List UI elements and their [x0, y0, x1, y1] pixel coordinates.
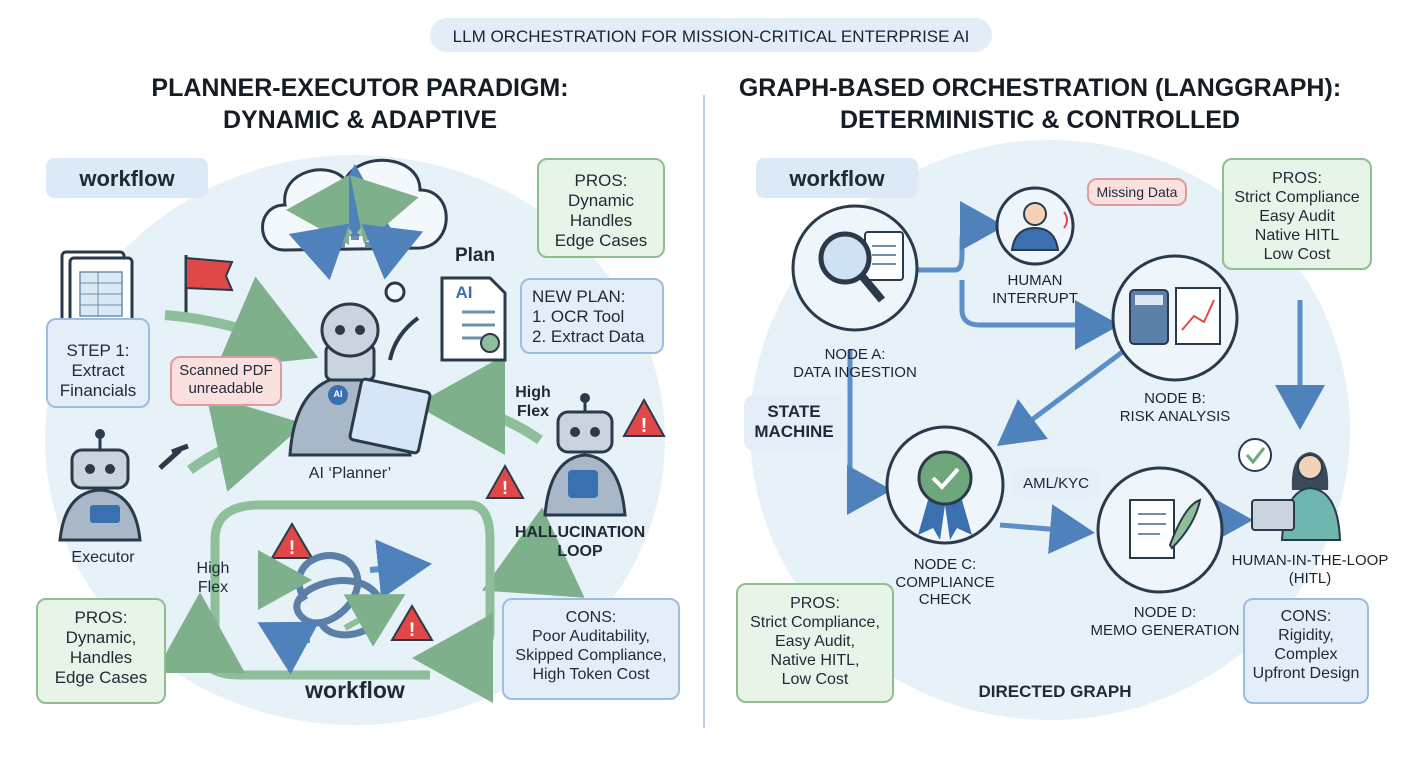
flow-arrow — [164, 276, 319, 369]
state-machine-box — [744, 395, 844, 451]
flow-arrow — [187, 394, 305, 492]
high-flex-right: High Flex — [515, 384, 551, 420]
right-cons-box — [1243, 598, 1369, 704]
warning-icon: ! — [622, 397, 666, 437]
ai-planner-robot-icon — [288, 302, 432, 457]
right-cons: CONS: Rigidity, Complex Upfront Design — [1252, 608, 1360, 682]
node-c-label: NODE C: COMPLIANCE CHECK — [895, 556, 995, 609]
left-title-line1: PLANNER-EXECUTOR PARADIGM: — [151, 74, 569, 102]
hallucination-loop-icon — [155, 500, 495, 703]
left-pros-bottom-box — [36, 598, 166, 704]
node-b-label: NODE B: RISK ANALYSIS — [1119, 390, 1231, 425]
node-a-label: NODE A: DATA INGESTION — [793, 346, 917, 381]
directed-graph-tag — [958, 674, 1152, 708]
wrench-robot-icon — [543, 393, 627, 517]
svg-text:!: ! — [502, 478, 508, 498]
warning-icon: ! — [485, 463, 525, 499]
flow-arrow — [388, 316, 420, 361]
left-title-line2: DYNAMIC & ADAPTIVE — [222, 106, 498, 134]
aml-kyc-text: AML/KYC — [1023, 475, 1089, 492]
plan-document-icon — [440, 276, 507, 362]
flow-arrow — [481, 507, 585, 598]
magnifier-icon — [818, 231, 904, 303]
left-workflow-bottom: workflow — [305, 677, 405, 703]
directed-graph-text: DIRECTED GRAPH — [978, 682, 1132, 701]
plan-label: Plan — [454, 245, 496, 266]
banner-title: LLM ORCHESTRATION FOR MISSION-CRITICAL E… — [452, 27, 970, 46]
left-pros-bottom: PROS: Dynamic, Handles Edge Cases — [54, 608, 148, 688]
left-workflow-label: workflow — [79, 166, 175, 191]
right-title-line2: DETERMINISTIC & CONTROLLED — [840, 106, 1240, 134]
graph-connectors — [847, 201, 1325, 555]
right-title-line1: GRAPH-BASED ORCHESTRATION (LANGGRAPH): — [738, 74, 1342, 102]
high-flex-left: High Flex — [196, 560, 230, 596]
aml-kyc-box — [1013, 468, 1099, 498]
right-pros-bottom-box — [736, 583, 894, 703]
planner-label: AI ‘Planner’ — [308, 465, 392, 482]
planner-badge: AI — [333, 389, 343, 399]
person-icon — [1010, 202, 1068, 251]
new-plan-box — [520, 278, 664, 354]
right-workflow-label: workflow — [789, 166, 885, 191]
spreadsheet-document-icon — [60, 250, 134, 336]
missing-data-box — [1087, 178, 1187, 206]
svg-text:!: ! — [641, 415, 648, 437]
node-d-label: NODE D: MEMO GENERATION — [1090, 604, 1240, 639]
right-workflow-tag — [756, 158, 918, 198]
banner — [430, 18, 992, 52]
executor-robot-icon — [58, 429, 189, 542]
right-pros-top: PROS: Strict Compliance Easy Audit Nativ… — [1234, 170, 1360, 263]
memo-quill-icon — [1129, 498, 1202, 559]
executor-label: Executor — [71, 549, 135, 566]
error-note-text: Scanned PDF unreadable — [179, 362, 273, 397]
new-plan-text: NEW PLAN: 1. OCR Tool 2. Extract Data — [532, 287, 645, 347]
thought-cloud-icon — [261, 158, 448, 303]
calculator-chart-icon — [1129, 287, 1221, 345]
flow-arrow — [415, 355, 543, 456]
svg-text:!: ! — [289, 538, 295, 559]
left-workflow-tag — [46, 158, 208, 198]
plan-doc-text: AI — [455, 283, 473, 302]
left-pros-top: PROS: Dynamic Handles Edge Cases — [554, 171, 648, 251]
left-pros-top-box — [537, 158, 665, 258]
human-interrupt-label: HUMAN INTERRUPT — [992, 272, 1078, 307]
hitl-person-icon — [1238, 438, 1342, 541]
hitl-label: HUMAN-IN-THE-LOOP (HITL) — [1231, 552, 1389, 587]
compliance-badge-icon — [917, 450, 973, 540]
state-machine-text: STATE MACHINE — [754, 402, 834, 442]
right-pros-bottom: PROS: Strict Compliance, Easy Audit, Nat… — [750, 595, 880, 688]
hallucination-label: HALLUCINATION LOOP — [514, 524, 646, 560]
step1-box — [46, 318, 150, 408]
left-cons: CONS: Poor Auditability, Skipped Complia… — [515, 609, 667, 683]
right-pros-top-box — [1222, 158, 1372, 270]
svg-text:!: ! — [409, 620, 415, 641]
left-cons-box — [502, 598, 680, 700]
missing-data-text: Missing Data — [1096, 184, 1178, 200]
step1-text: STEP 1: Extract Financials — [59, 341, 137, 401]
error-note-box — [170, 356, 282, 406]
